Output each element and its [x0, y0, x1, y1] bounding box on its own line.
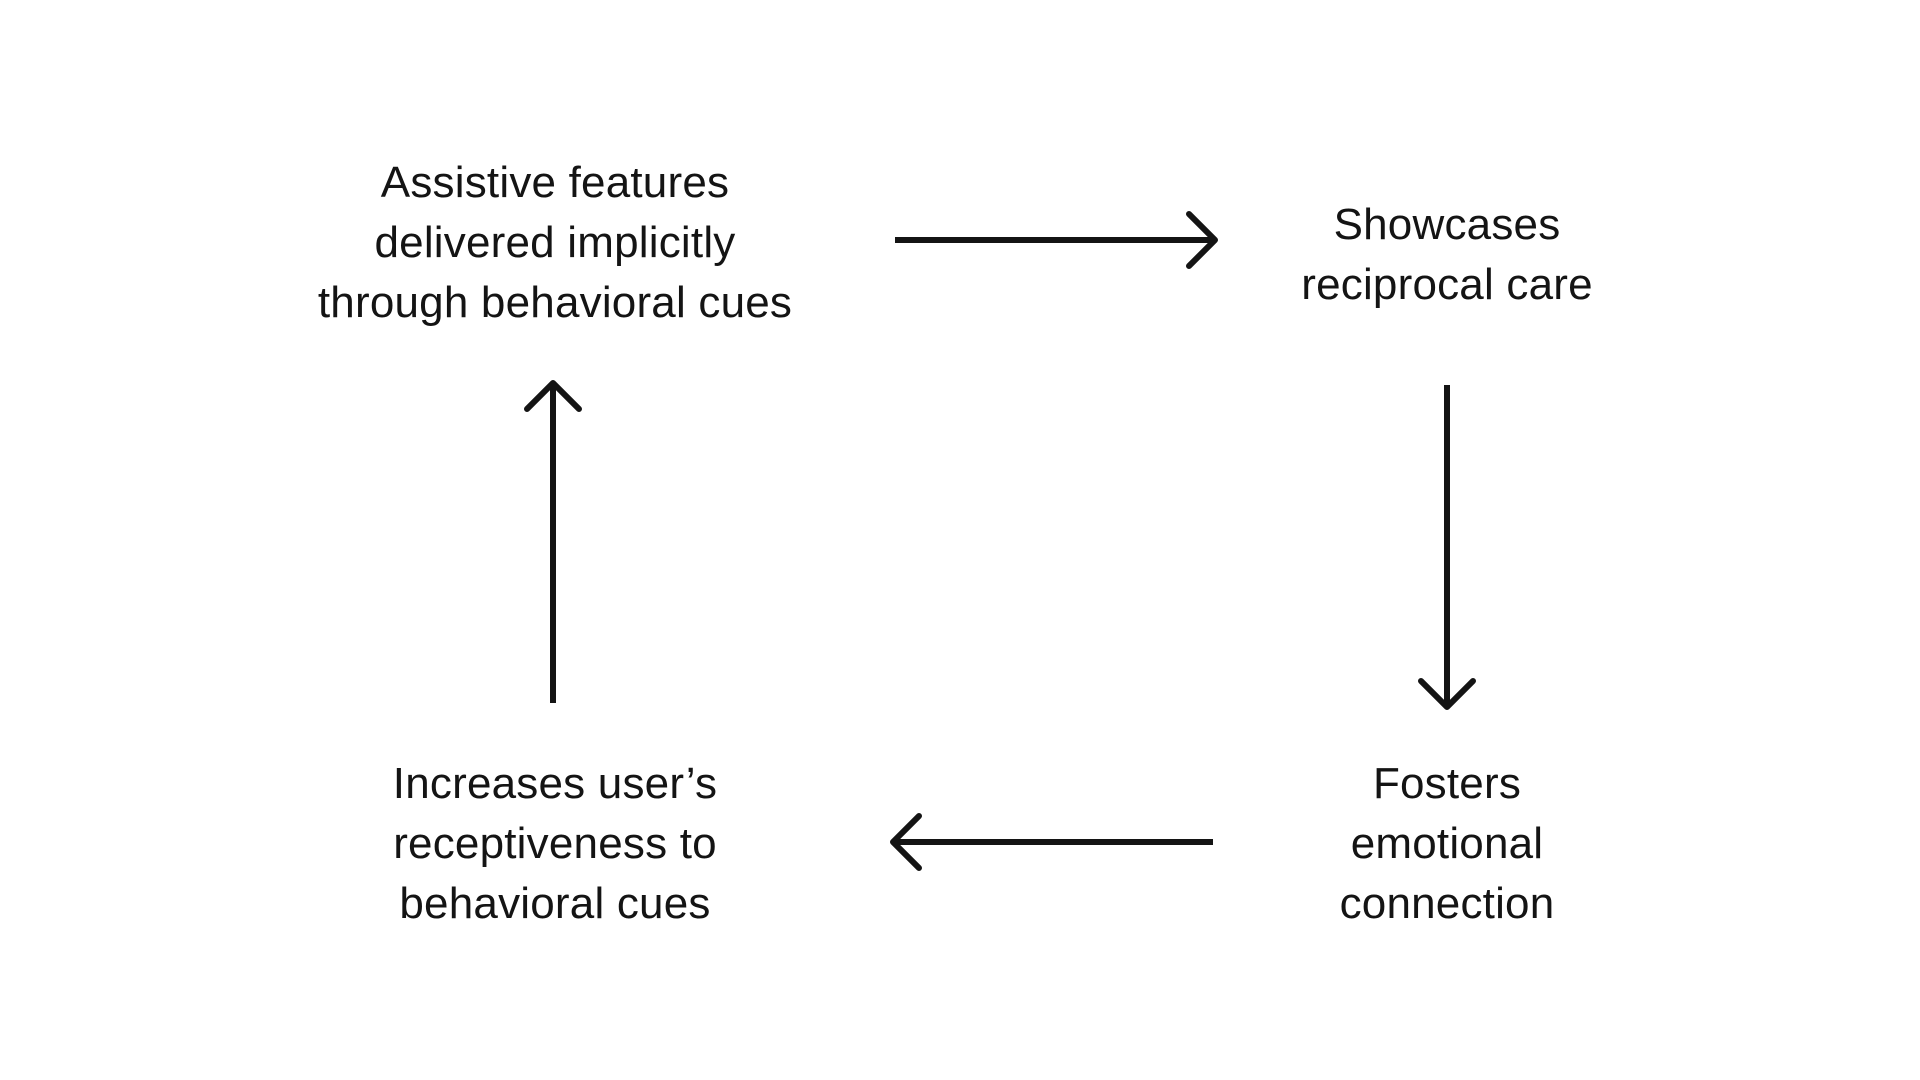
node-text-line: receptiveness to	[393, 819, 717, 868]
node-text-line: emotional	[1350, 819, 1544, 868]
node-text-line: Assistive features	[380, 158, 730, 207]
node-text-line: Fosters	[1372, 759, 1522, 808]
arrow-left-icon	[890, 813, 1213, 871]
arrow-right-icon	[895, 211, 1218, 269]
node-text-line: reciprocal care	[1301, 260, 1593, 309]
node-text-line: connection	[1339, 879, 1555, 928]
node-showcases-reciprocal-care: Showcases reciprocal care	[1197, 195, 1697, 315]
arrow-down-icon	[1418, 385, 1476, 710]
node-increases-receptiveness: Increases user’s receptiveness to behavi…	[255, 754, 855, 934]
node-text-line: Increases user’s	[392, 759, 718, 808]
node-text-line: Showcases	[1333, 200, 1561, 249]
node-text-line: behavioral cues	[399, 879, 711, 928]
node-fosters-emotional-connection: Fosters emotional connection	[1197, 754, 1697, 934]
node-assistive-features: Assistive features delivered implicitly …	[255, 153, 855, 333]
arrow-up-icon	[524, 380, 582, 703]
node-text-line: delivered implicitly	[374, 218, 736, 267]
node-text-line: through behavioral cues	[317, 278, 793, 327]
